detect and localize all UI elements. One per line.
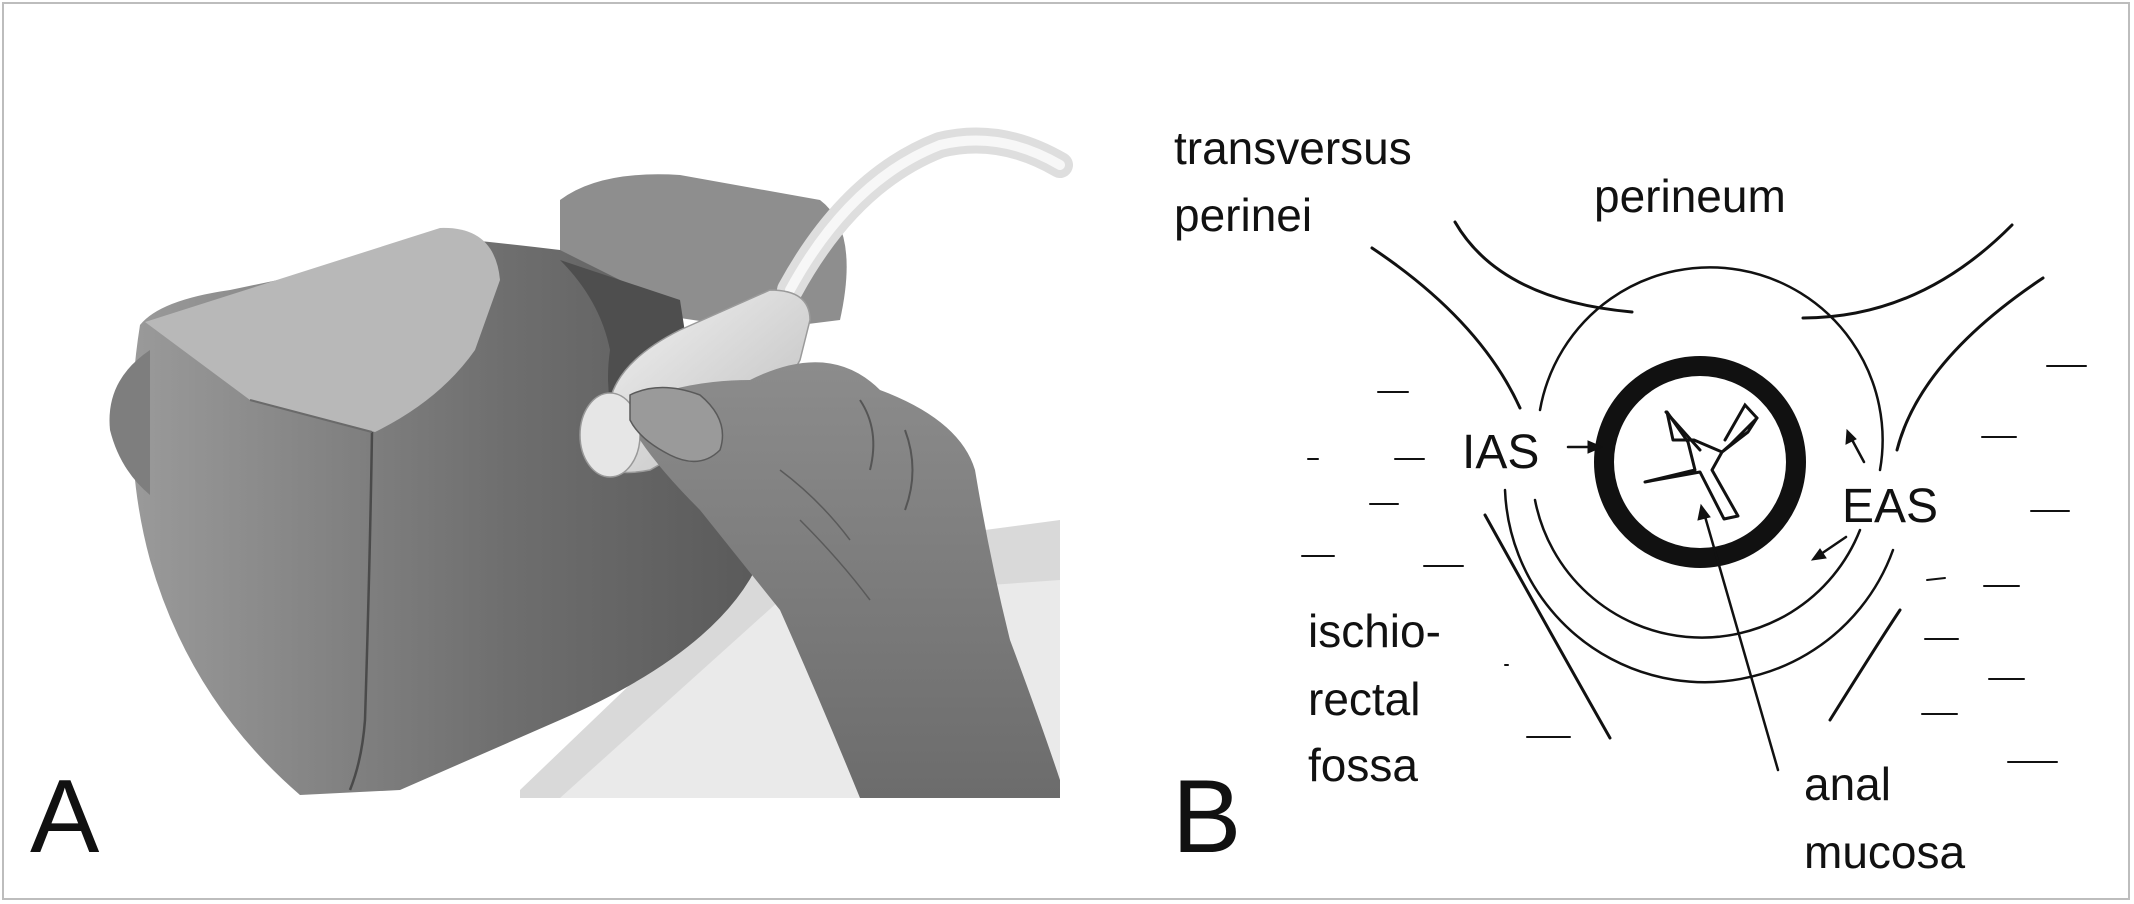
manikin-seam (348, 431, 374, 791)
panel-b-diagram (1301, 220, 2087, 772)
perineum-arc-left (1453, 220, 1634, 314)
transversus-line (1370, 246, 1522, 410)
right-upper-curve (1895, 276, 2045, 452)
panel-b-letter: B (1172, 759, 1241, 875)
label-fossa: fossa (1308, 739, 1418, 791)
label-perineum: perineum (1594, 170, 1786, 222)
eas-lower-arc-2 (1533, 498, 1862, 639)
eas-outer-ring (1538, 266, 1884, 472)
label-perinei: perinei (1174, 189, 1312, 241)
mucosa-arrow (1702, 511, 1780, 772)
fat-dashes (1301, 365, 2087, 763)
panel-b-labels: transversus perinei perineum IAS EAS isc… (1172, 122, 1965, 878)
label-ischio: ischio- (1308, 605, 1441, 657)
eas-lower-arc-1 (1503, 488, 1895, 684)
label-rectal: rectal (1308, 673, 1420, 725)
ias-ring (1594, 356, 1806, 568)
manikin-left-side (109, 350, 150, 495)
label-eas: EAS (1842, 480, 1938, 533)
examiner-hand (640, 362, 1060, 798)
label-ias: IAS (1462, 426, 1539, 479)
panel-a-letter: A (30, 759, 100, 875)
anal-mucosa-star (1643, 410, 1759, 521)
perineum-arc-right (1801, 223, 2014, 320)
manikin-top-facet (145, 227, 500, 432)
examiner-thumb (629, 386, 724, 463)
label-transversus: transversus (1174, 122, 1412, 174)
left-lower-curve (1483, 513, 1612, 740)
label-mucosa: mucosa (1804, 826, 1965, 878)
panel-a-photo: A (30, 127, 1073, 875)
label-anal: anal (1804, 758, 1891, 810)
right-lower-curve (1828, 608, 1902, 722)
